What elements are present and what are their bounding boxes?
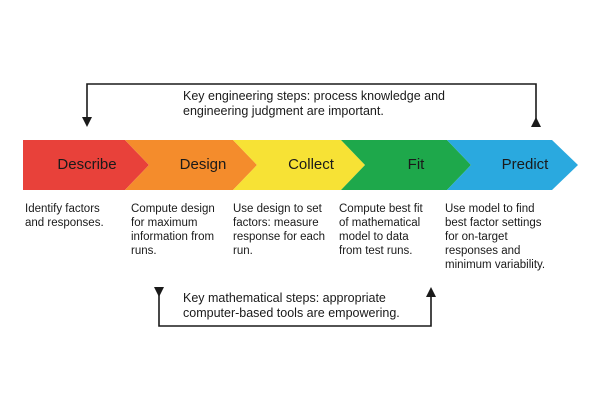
stage-label-predict: Predict — [501, 156, 549, 173]
description-line: runs. — [131, 245, 157, 257]
engineering-note-line-2: engineering judgment are important. — [183, 104, 384, 118]
stage-label-collect: Collect — [288, 156, 334, 173]
chevron-fit — [341, 140, 471, 190]
description-line: Compute design — [131, 203, 215, 215]
mathematical-note-line-2: computer-based tools are empowering. — [183, 306, 400, 320]
stage-description-collect: Use design to set factors: measure respo… — [233, 202, 325, 258]
top-connector-arrow — [82, 83, 541, 127]
description-line: information from — [131, 231, 215, 243]
description-line: and responses. — [25, 217, 104, 229]
description-line: factors: measure — [233, 217, 319, 229]
description-line: responses and — [445, 245, 521, 257]
stage-description-fit: Compute best fit of mathematical model t… — [339, 202, 423, 258]
chevron-predict — [447, 140, 578, 190]
description-line: Use design to set — [233, 203, 322, 215]
description-line: minimum variability. — [445, 259, 546, 271]
description-line: Identify factors — [25, 203, 100, 215]
description-line: response for each — [233, 231, 326, 243]
chevron-collect — [233, 140, 365, 190]
description-line: model to data — [339, 231, 409, 243]
description-line: for maximum — [131, 217, 198, 229]
description-line: for on-target — [445, 231, 508, 243]
description-line: of mathematical — [339, 217, 421, 229]
engineering-steps-note: Key engineering steps: process knowledge… — [183, 89, 483, 119]
bottom-connector-arrow — [154, 287, 436, 327]
description-line: from test runs. — [339, 245, 413, 257]
mathematical-note-line-1: Key mathematical steps: appropriate — [183, 291, 386, 305]
stage-description-predict: Use model to find best factor settings f… — [445, 202, 545, 272]
description-line: Compute best fit — [339, 203, 423, 215]
description-line: Use model to find — [445, 203, 535, 215]
chevron-describe — [23, 140, 149, 190]
mathematical-steps-note: Key mathematical steps: appropriate comp… — [183, 291, 433, 321]
stage-label-describe: Describe — [57, 156, 117, 173]
description-line: run. — [233, 245, 253, 257]
engineering-note-line-1: Key engineering steps: process knowledge… — [183, 89, 445, 103]
chevron-design — [125, 140, 257, 190]
stage-label-fit: Fit — [407, 156, 425, 173]
stage-label-design: Design — [179, 156, 227, 173]
description-line: best factor settings — [445, 217, 542, 229]
stage-description-describe: Identify factors and responses. — [25, 202, 104, 230]
stage-description-design: Compute design for maximum information f… — [131, 202, 215, 258]
